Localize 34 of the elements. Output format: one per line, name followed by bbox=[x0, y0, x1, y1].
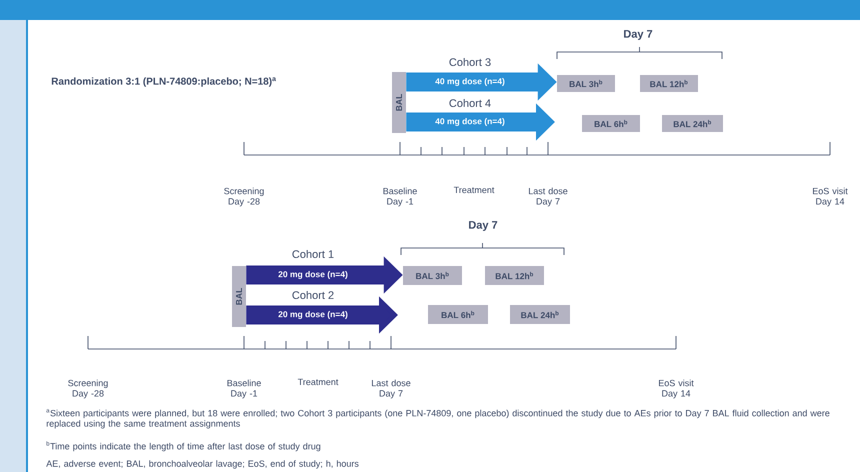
timepoint-label: EoS visit Day 14 bbox=[658, 380, 694, 398]
dose-label: 40 mg dose (n=4) bbox=[434, 77, 506, 87]
day-label: Day 7 bbox=[624, 30, 652, 40]
bal-box: BAL 12h$^{b}$ bbox=[640, 75, 698, 92]
bal-box: BAL 12h$^{b}$ bbox=[485, 266, 544, 285]
timepoint-label: Screening Day -28 bbox=[224, 188, 264, 206]
randomization-label: Randomization 3:1 (PLN-74809:placebo; N=18)$^{a}$ bbox=[52, 77, 276, 87]
footnote: $^{a}$Sixteen participants were planned, but 18 were enrolled; two Cohort 3 participants (one PLN-74809, one placebo) discontinued the study due to AEs prior to Day 7 BAL fluid collection and were replaced using the same treatment assignments bbox=[46, 409, 830, 428]
bal-box: BAL 6h$^{b}$ bbox=[582, 115, 640, 132]
timepoint-label: Treatment bbox=[454, 186, 494, 194]
cohort-heading: Cohort 4 bbox=[449, 98, 491, 108]
bal-box: BAL 6h$^{b}$ bbox=[428, 305, 488, 324]
bal-bar: BAL bbox=[392, 72, 406, 133]
timepoint-label: Screening Day -28 bbox=[68, 380, 108, 398]
timepoint-label: Last dose Day 7 bbox=[372, 380, 410, 398]
timepoint-label: Treatment bbox=[298, 378, 338, 386]
timepoint-label: EoS visit Day 14 bbox=[812, 188, 848, 206]
cohort-heading: Cohort 2 bbox=[292, 290, 334, 300]
timepoint-label: Baseline Day -1 bbox=[383, 188, 417, 206]
cohort-heading: Cohort 1 bbox=[292, 250, 334, 258]
dose-label: 20 mg dose (n=4) bbox=[277, 270, 349, 280]
footnote: $^{b}$Time points indicate the length of time after last dose of study drug bbox=[46, 441, 320, 452]
dose-label: 20 mg dose (n=4) bbox=[277, 310, 349, 320]
bal-bar: BAL bbox=[232, 266, 246, 327]
dose-label: 40 mg dose (n=4) bbox=[434, 117, 506, 127]
timepoint-label: Last dose Day 7 bbox=[528, 188, 568, 206]
bal-box: BAL 3h$^{b}$ bbox=[403, 266, 462, 285]
footnote: AE, adverse event; BAL, bronchoalveolar lavage; EoS, end of study; h, hours bbox=[46, 460, 359, 469]
timepoint-label: Baseline Day -1 bbox=[227, 380, 261, 398]
bal-box: BAL 24h$^{b}$ bbox=[510, 305, 570, 324]
day-label: Day 7 bbox=[469, 221, 498, 231]
bal-box: BAL 24h$^{b}$ bbox=[662, 115, 723, 132]
cohort-heading: Cohort 3 bbox=[449, 58, 491, 66]
bal-box: BAL 3h$^{b}$ bbox=[557, 75, 615, 92]
